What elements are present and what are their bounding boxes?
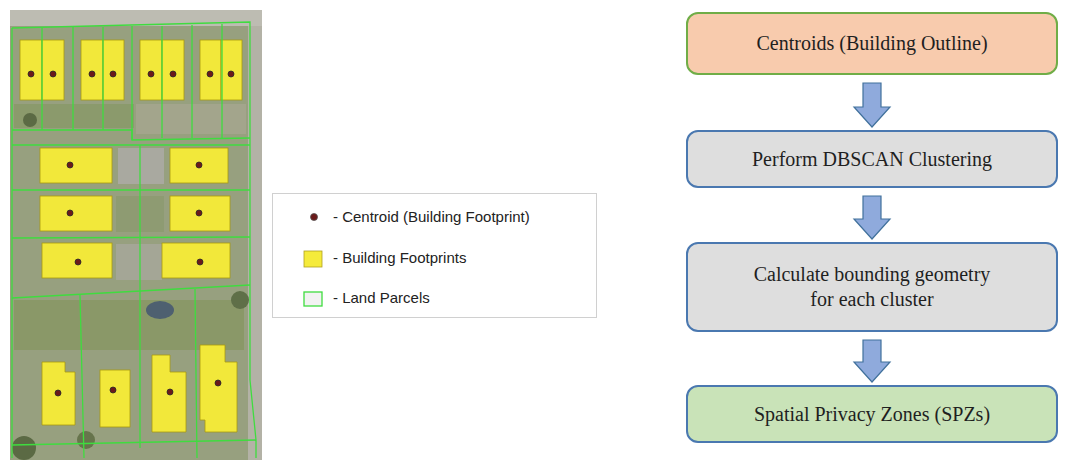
legend-text: - Building Footprints <box>333 249 466 266</box>
legend-box: - Centroid (Building Footprint) - Buildin… <box>272 193 597 318</box>
land-parcels <box>12 22 256 458</box>
legend-dot <box>311 214 318 221</box>
legend-row: - Building Footprints <box>273 248 596 270</box>
lawn <box>136 104 246 134</box>
legend-sample <box>297 207 337 229</box>
legend-sample <box>297 248 337 270</box>
tree <box>23 113 37 127</box>
box-label: Calculate bounding geometry for each clu… <box>741 262 1003 312</box>
process-box: Centroids (Building Outline) <box>686 12 1058 75</box>
legend-sample <box>297 288 337 310</box>
legend-row: - Centroid (Building Footprint) <box>273 207 596 229</box>
block-arrow <box>854 340 890 382</box>
tree <box>77 431 95 449</box>
block-arrow <box>854 196 890 239</box>
building-footprints <box>20 40 242 432</box>
box-label: Perform DBSCAN Clustering <box>752 147 992 172</box>
process-box: Spatial Privacy Zones (SPZs) <box>686 385 1058 443</box>
process-box: Calculate bounding geometry for each clu… <box>686 242 1058 332</box>
aerial-ground <box>10 10 262 460</box>
street <box>10 10 262 26</box>
legend-text: - Land Parcels <box>333 289 430 306</box>
legend-text: - Centroid (Building Footprint) <box>333 208 530 225</box>
tree <box>12 436 36 460</box>
driveway <box>118 148 164 184</box>
legend-outline <box>304 292 322 306</box>
block-arrow <box>854 83 890 127</box>
lawn <box>14 300 244 350</box>
process-box: Perform DBSCAN Clustering <box>686 130 1058 188</box>
box-label: Centroids (Building Outline) <box>756 31 987 56</box>
lawn <box>14 104 134 128</box>
box-label: Spatial Privacy Zones (SPZs) <box>754 402 990 427</box>
centroids <box>28 71 234 396</box>
pond <box>146 301 174 319</box>
legend-row: - Land Parcels <box>273 288 596 310</box>
legend-swatch <box>304 251 322 267</box>
tree <box>231 291 249 309</box>
driveway <box>116 244 162 280</box>
